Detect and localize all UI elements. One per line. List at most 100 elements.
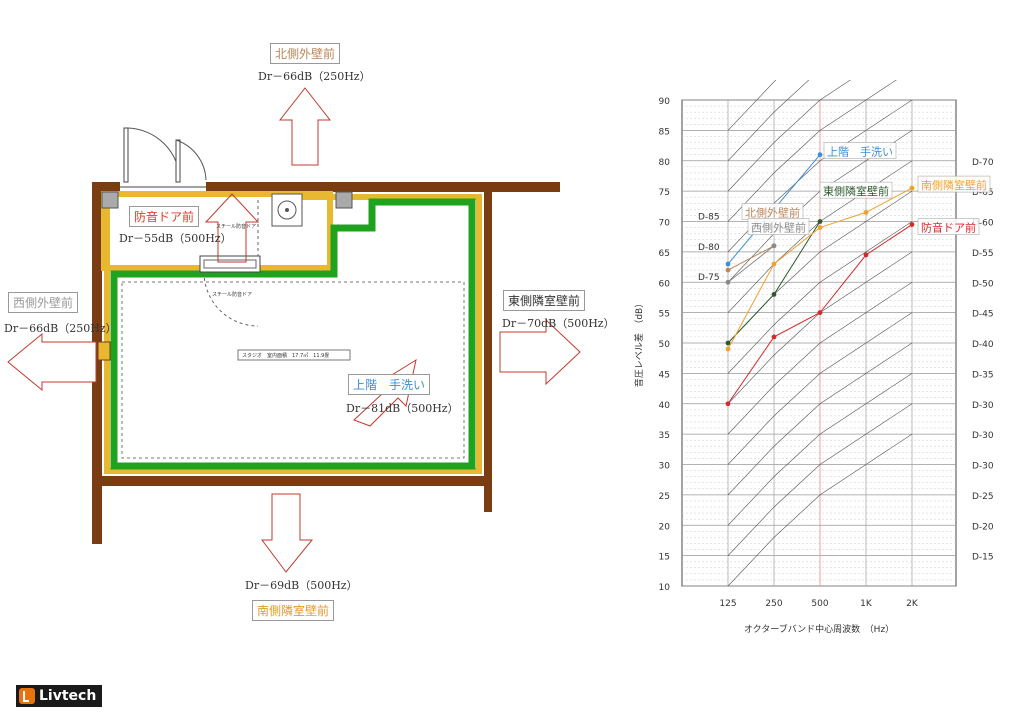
data-point	[909, 185, 915, 191]
series-line	[727, 245, 775, 283]
series-label-box	[747, 218, 810, 235]
data-point	[725, 279, 731, 285]
arrow-north	[278, 87, 332, 166]
y-tick-label: 85	[659, 127, 670, 137]
steel-door-inner	[199, 255, 261, 273]
d-curve-label-right: D-50	[972, 279, 994, 289]
series-label-box	[823, 142, 897, 159]
logo-text: Livtech	[39, 688, 97, 704]
west-dr: Dr－66dB（250Hz）	[4, 322, 117, 335]
y-tick-label: 30	[659, 462, 671, 472]
d-curve	[727, 80, 851, 192]
y-tick-label: 15	[659, 553, 670, 563]
column	[101, 191, 119, 209]
x-axis-label: オクターブバンド中心周波数 （Hz）	[744, 623, 894, 635]
d-curve-label-right: D-60	[972, 219, 994, 229]
wall-south-partition	[92, 476, 492, 486]
series-label: 西側外壁前	[751, 221, 806, 235]
series-label: 上階 手洗い	[827, 145, 893, 159]
d-curve-label-right: D-30	[972, 431, 994, 441]
series-label: 東側隣室壁前	[823, 184, 889, 198]
steel-door-label-2: スチール防音ドア	[212, 291, 252, 298]
steel-door-label-1: スチール防音ドア	[216, 223, 256, 230]
d-curve-label-right: D-25	[972, 492, 994, 502]
d-curve	[727, 312, 913, 465]
d-curve	[727, 403, 913, 556]
upper-dr: Dr－81dB（500Hz）	[346, 402, 459, 415]
data-point	[817, 152, 823, 158]
data-point	[863, 252, 869, 258]
data-point	[725, 346, 731, 352]
data-point	[725, 261, 731, 267]
studio-wall	[110, 198, 476, 470]
door-dr: Dr－55dB（500Hz）	[119, 232, 232, 245]
south-dr: Dr－69dB（500Hz）	[245, 579, 358, 592]
y-axis-label: 音圧レベル差 （dB）	[633, 299, 645, 387]
data-point	[771, 334, 777, 340]
data-point	[817, 225, 823, 230]
x-tick-label: 1K	[860, 599, 873, 609]
arrow-south	[261, 493, 314, 573]
arrow-door	[204, 193, 260, 263]
arrow-east	[499, 318, 581, 386]
data-point	[817, 219, 823, 224]
d-curve-label-right: D-65	[972, 188, 994, 198]
y-tick-label: 60	[659, 279, 671, 289]
door-label: 防音ドア前	[129, 206, 200, 227]
x-tick-label: 125	[719, 599, 736, 609]
d-curve-label-right: D-15	[972, 553, 994, 563]
series-label: 北側外壁前	[745, 205, 800, 219]
y-tick-label: 70	[659, 219, 671, 229]
data-point	[771, 292, 777, 297]
y-tick-label: 40	[659, 401, 671, 411]
d-curve	[727, 281, 913, 435]
arrow-west	[7, 332, 97, 392]
outer-wall-north	[92, 182, 560, 192]
d-curve-label-right: D-55	[972, 249, 994, 259]
studio-label: スタジオ 室内面積 17.7㎡ 11.9畳	[242, 352, 329, 359]
data-point	[863, 209, 869, 215]
y-tick-label: 65	[659, 249, 670, 259]
series-label: 防音ドア前	[921, 221, 976, 235]
north-dr: Dr－66dB（250Hz）	[258, 70, 371, 83]
d-curve-label-right: D-70	[972, 158, 994, 168]
y-tick-label: 50	[659, 340, 671, 350]
south-label: 南側隣室壁前	[252, 600, 335, 621]
series-label-box	[917, 218, 980, 235]
east-label: 東側隣室壁前	[503, 290, 586, 311]
d-curve	[727, 433, 913, 587]
y-tick-label: 45	[659, 370, 670, 380]
x-tick-label: 250	[765, 599, 782, 609]
livtech-logo-icon	[19, 688, 35, 704]
data-point	[725, 267, 731, 273]
wall-east-partition	[484, 182, 492, 512]
d-curve-label-right: D-45	[972, 310, 994, 320]
d-curve-label-right: D-40	[972, 340, 994, 350]
d-curve-label-right: D-30	[972, 462, 994, 472]
data-point	[771, 261, 777, 267]
east-dr: Dr－70dB（500Hz）	[502, 317, 615, 330]
washbasin	[271, 193, 303, 227]
series-label: 南側隣室壁前	[921, 178, 987, 192]
upper-label: 上階 手洗い	[348, 374, 431, 395]
west-label: 西側外壁前	[8, 292, 79, 313]
series-label-box	[917, 175, 991, 193]
d-curve-label-right: D-35	[972, 370, 994, 380]
d-curve	[727, 80, 777, 131]
north-label: 北側外壁前	[270, 43, 341, 64]
data-point	[725, 340, 731, 346]
y-tick-label: 10	[659, 583, 671, 593]
y-tick-label: 80	[659, 158, 671, 168]
d-curve	[727, 221, 913, 374]
d-curve-label-left: D-80	[698, 243, 720, 253]
column	[335, 191, 353, 209]
d-curve	[727, 80, 810, 161]
d-curve-label-left: D-75	[698, 273, 720, 283]
series-label-box	[819, 181, 893, 199]
x-tick-label: 500	[811, 599, 828, 609]
d-curve	[727, 80, 897, 222]
series-line	[727, 245, 775, 271]
y-tick-label: 20	[659, 522, 671, 532]
y-tick-label: 75	[659, 188, 670, 198]
